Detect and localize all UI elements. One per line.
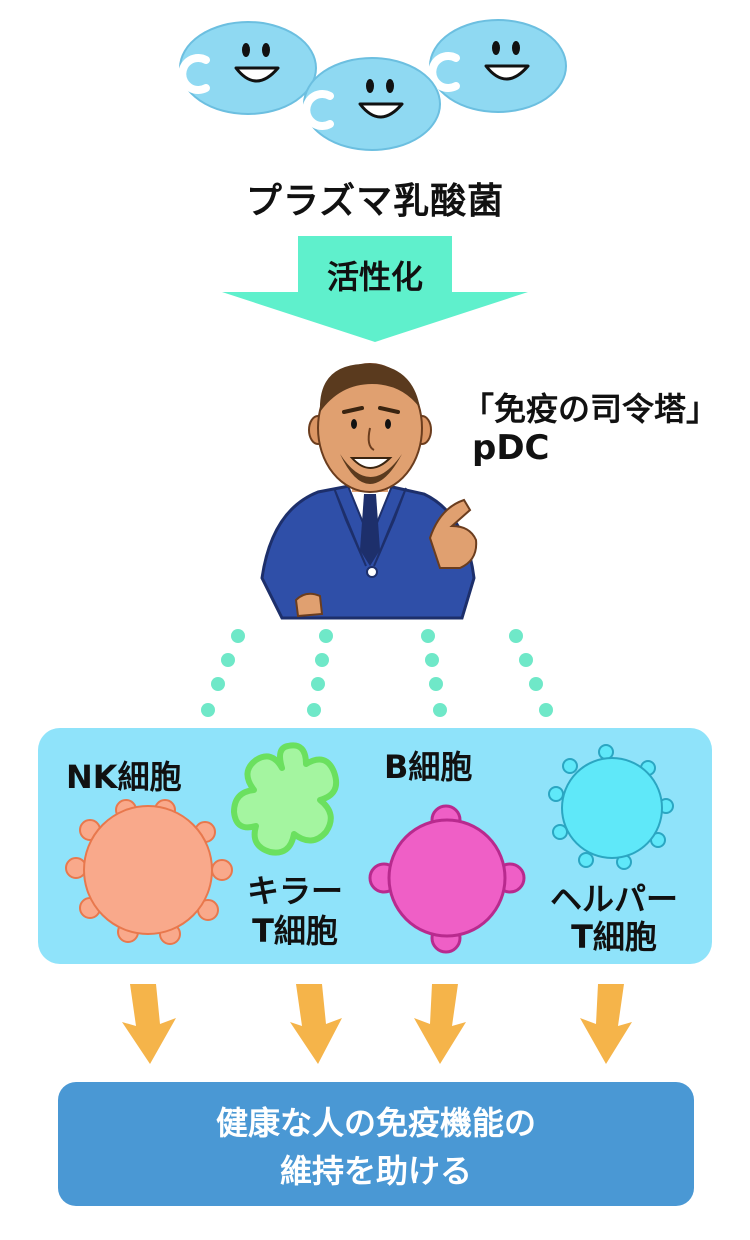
nk-cell-label: NK細胞 [66,758,182,796]
helper-t-cell-label-line1: ヘルパー [549,880,678,918]
bacteria-center [304,58,440,150]
pdc-illustration [260,363,478,620]
nk-cell-shape [65,799,233,945]
killer-t-cell-label-line1: キラー [246,872,343,910]
killer-t-cell-shape [231,742,340,856]
b-cell-label: B細胞 [384,748,473,786]
pdc-name: pDC [472,428,550,468]
activation-arrow [222,236,528,342]
result-box [58,1082,694,1206]
bacteria-label: プラズマ乳酸菌 [245,181,505,222]
bacteria-left [180,22,316,114]
pdc-title: 「免疫の司令塔」 [462,390,719,428]
helper-t-cell-label-line2: T細胞 [571,918,657,956]
b-cell-shape [368,804,526,954]
bacteria-right [430,20,566,112]
activation-label: 活性化 [326,258,423,296]
dotted-connectors [201,629,553,717]
helper-t-cell-shape [548,744,674,870]
killer-t-cell-label-line2: T細胞 [252,912,338,950]
result-line2: 維持を助ける [279,1152,472,1190]
down-arrows [122,984,632,1064]
result-line1: 健康な人の免疫機能の [215,1104,536,1142]
